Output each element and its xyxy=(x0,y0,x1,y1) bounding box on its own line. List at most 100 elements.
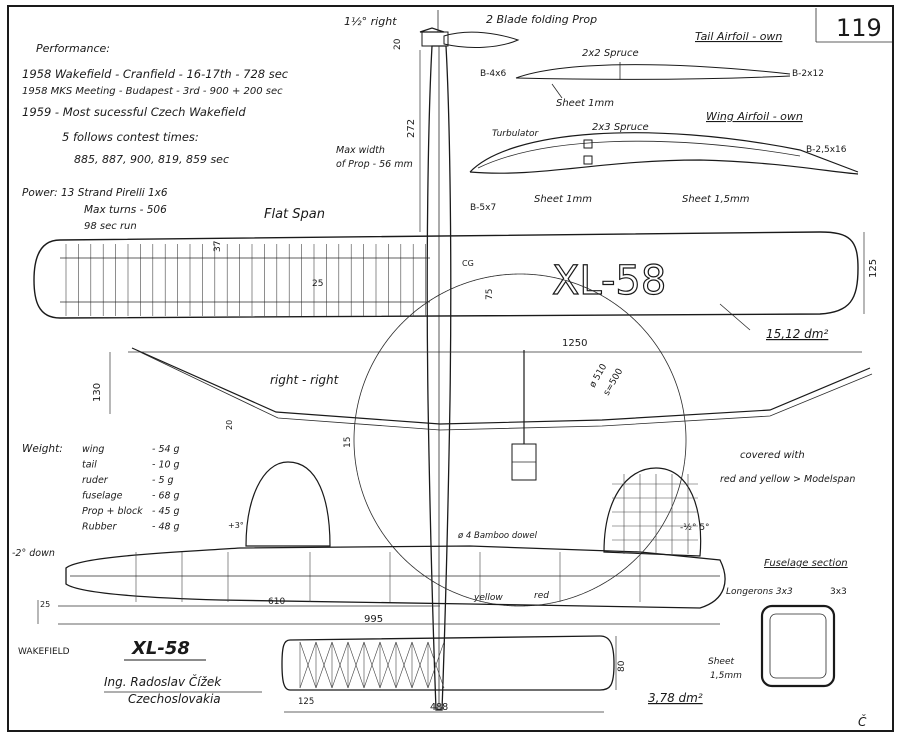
tail-angle-label: -½° 5° xyxy=(680,523,710,533)
center-rise-dim: 15 xyxy=(343,437,353,448)
weight-item: ruder xyxy=(82,475,109,486)
fin-angle: +3° xyxy=(228,521,244,530)
stab-span-dim: 488 xyxy=(430,702,448,713)
nose-dim: 25 xyxy=(40,600,50,609)
wing-center-chord: 75 xyxy=(485,289,495,300)
power-line-1: Power: 13 Strand Pirelli 1x6 xyxy=(22,187,168,199)
stab-chord-dim: 80 xyxy=(617,660,627,672)
wing-sheet1: Sheet 1mm xyxy=(534,194,592,205)
performance-line-2: 1958 MKS Meeting - Budapest - 3rd - 900 … xyxy=(22,86,283,97)
wing-sheet2: Sheet 1,5mm xyxy=(682,194,750,205)
prop-width-2: of Prop - 56 mm xyxy=(336,159,413,170)
propeller: 1½° right 2 Blade folding Prop 20 xyxy=(344,10,597,50)
wing-chord-dim: 125 xyxy=(868,259,879,278)
stab-diagonal xyxy=(411,641,429,689)
stab-area: 3,78 dm² xyxy=(648,691,703,705)
credit-model-name: XL-58 xyxy=(131,638,190,659)
prop-hub-dim: 20 xyxy=(393,38,403,50)
credit-country: Czechoslovakia xyxy=(128,692,221,706)
prop-width-1: Max width xyxy=(336,145,385,156)
cg-label: CG xyxy=(462,259,474,268)
credits: WAKEFIELD XL-58 Ing. Radoslav Čížek Czec… xyxy=(18,638,262,706)
fuselage-section-title: Fuselage section xyxy=(764,558,848,569)
wing-airfoil-title: Wing Airfoil - own xyxy=(706,110,803,123)
weight-item: wing xyxy=(82,444,104,455)
power-line-3: 98 sec run xyxy=(84,221,137,232)
weight-value: - 10 g xyxy=(152,460,180,471)
stab-diagonal xyxy=(299,641,317,689)
fuselage-frames xyxy=(135,552,641,602)
credit-type: WAKEFIELD xyxy=(18,647,70,657)
stab-diagonal xyxy=(379,641,397,689)
wing-planform: Flat Span 37 25 75 CG XL-58 125 15,12 dm… xyxy=(33,207,879,341)
fuselage-color-2: red xyxy=(534,591,549,601)
wing-te: B-2,5x16 xyxy=(806,145,847,155)
tip-rise-dim: 20 xyxy=(225,420,234,430)
performance-line-5: 885, 887, 900, 819, 859 sec xyxy=(74,153,229,166)
stab-diagonal xyxy=(347,641,365,689)
fin-structure xyxy=(612,474,698,554)
covering-line-1: covered with xyxy=(740,450,805,461)
dihedral-dim: 130 xyxy=(92,383,103,402)
wing-spar: 2x3 Spruce xyxy=(592,122,649,133)
stabilizer-ribs xyxy=(299,641,445,689)
credit-designer: Ing. Radoslav Čížek xyxy=(104,674,222,689)
weight-item: Rubber xyxy=(82,522,118,533)
fuselage-sheet-1: Sheet xyxy=(708,657,734,667)
page-number: 119 xyxy=(836,14,882,42)
right-thrust-label: 1½° right xyxy=(344,15,397,28)
stab-diagonal xyxy=(427,641,445,689)
tail-airfoil-title: Tail Airfoil - own xyxy=(695,30,782,43)
performance-line-4: 5 follows contest times: xyxy=(62,130,199,144)
fuselage-longerons: Longerons 3x3 xyxy=(726,587,793,597)
tail-spar: 2x2 Spruce xyxy=(582,48,639,59)
wing-ribs xyxy=(65,244,426,316)
weight-heading: Weight: xyxy=(22,443,63,455)
wing-airfoil-section: Wing Airfoil - own Turbulator 2x3 Spruce… xyxy=(469,110,859,213)
weight-value: - 68 g xyxy=(152,491,180,502)
fuselage-longeron-dim: 3x3 xyxy=(830,587,847,597)
covering-line-2: red and yellow > Modelspan xyxy=(720,474,855,485)
fuselage-length-dim: 995 xyxy=(364,614,383,625)
downthrust-label: -2° down xyxy=(12,548,55,559)
tail-le: B-4x6 xyxy=(480,69,506,79)
stab-diagonal xyxy=(363,641,381,689)
stab-diagonal xyxy=(331,641,349,689)
power-line-2: Max turns - 506 xyxy=(84,204,167,216)
weight-value: - 5 g xyxy=(152,475,174,486)
weight-value: - 45 g xyxy=(152,506,180,517)
nose-to-wing-dim: 272 xyxy=(406,119,417,138)
fuselage-side-view: +3° -2° down ø 4 Bamboo dowel -½° 5° yel… xyxy=(12,461,726,625)
weight-value: - 54 g xyxy=(152,444,180,455)
wing-turbulator: Turbulator xyxy=(492,129,539,139)
tail-sheet: Sheet 1mm xyxy=(556,98,614,109)
stab-diagonal xyxy=(395,641,413,689)
bamboo-label: ø 4 Bamboo dowel xyxy=(457,531,538,541)
weight-item: fuselage xyxy=(82,491,123,502)
span-dim: 1250 xyxy=(562,338,587,349)
wing-rib-spacing: 25 xyxy=(312,279,323,289)
model-name-on-wing: XL-58 xyxy=(552,258,666,304)
tail-te: B-2x12 xyxy=(792,69,824,79)
weight-item: Prop + block xyxy=(82,506,143,517)
prop-label: 2 Blade folding Prop xyxy=(486,13,597,26)
performance-line-3: 1959 - Most sucessful Czech Wakefield xyxy=(22,105,246,119)
fuselage-top-view: 272 xyxy=(406,45,452,711)
wing-area: 15,12 dm² xyxy=(766,327,828,341)
wing-root-chord: 37 xyxy=(213,241,223,252)
signature: Č xyxy=(858,714,867,729)
stabilizer-planform: 80 125 488 3,78 dm² xyxy=(281,635,703,713)
performance-line-1: 1958 Wakefield - Cranfield - 16-17th - 7… xyxy=(22,67,289,81)
weight-value: - 48 g xyxy=(152,522,180,533)
stab-rib-dim: 125 xyxy=(298,697,314,707)
fuselage-section: Fuselage section Longerons 3x3 3x3 Sheet… xyxy=(708,558,848,688)
right-right-label: right - right xyxy=(270,373,340,387)
flat-span-label: Flat Span xyxy=(264,207,325,222)
performance-heading: Performance: xyxy=(36,42,110,55)
stab-diagonal xyxy=(315,641,333,689)
tail-airfoil-section: Tail Airfoil - own 2x2 Spruce B-4x6 B-2x… xyxy=(480,30,824,109)
wing-le: B-5x7 xyxy=(470,203,496,213)
